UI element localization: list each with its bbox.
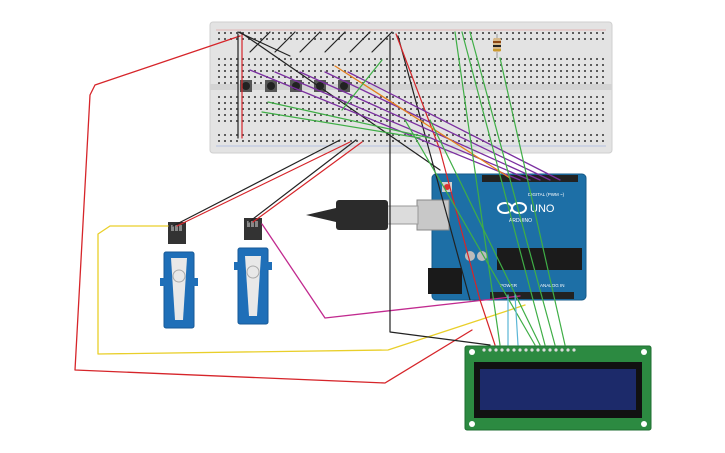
resistor[interactable] xyxy=(493,34,501,58)
wire-red-power-loop[interactable] xyxy=(74,35,473,384)
arduino-model-text: UNO xyxy=(530,203,555,215)
wires xyxy=(74,31,566,384)
servo-motor-1[interactable] xyxy=(160,222,198,329)
wire-servo1-black[interactable] xyxy=(172,139,341,227)
push-button-1[interactable] xyxy=(240,80,252,92)
wire-servo2-black[interactable] xyxy=(248,139,357,223)
arduino-brand-text: ARDUINO xyxy=(509,218,532,224)
breadboard-holes xyxy=(218,32,604,142)
arduino-uno-board[interactable]: ARDUINO UNO DIGITAL (PWM ~) POWER ANALOG… xyxy=(416,173,587,301)
wire-magenta-servo-signal[interactable] xyxy=(261,223,521,319)
lcd-display[interactable] xyxy=(464,345,652,431)
power-label: POWER xyxy=(500,283,518,288)
power-jack xyxy=(428,268,462,294)
usb-cable xyxy=(306,200,419,230)
servo-motor-2[interactable] xyxy=(234,218,272,325)
wire-servo2-red[interactable] xyxy=(252,141,363,223)
wire-yellow-servo-signal[interactable] xyxy=(97,225,526,355)
analog-label: ANALOG IN xyxy=(540,283,565,288)
digital-label: DIGITAL (PWM ~) xyxy=(528,192,565,197)
lcd-mount-holes xyxy=(469,349,647,427)
lcd-screen xyxy=(480,369,636,410)
wire-servo1-red[interactable] xyxy=(176,141,351,227)
microcontroller-chip xyxy=(497,248,582,270)
lcd-pin-header xyxy=(482,348,576,352)
push-button-2[interactable] xyxy=(265,80,277,92)
